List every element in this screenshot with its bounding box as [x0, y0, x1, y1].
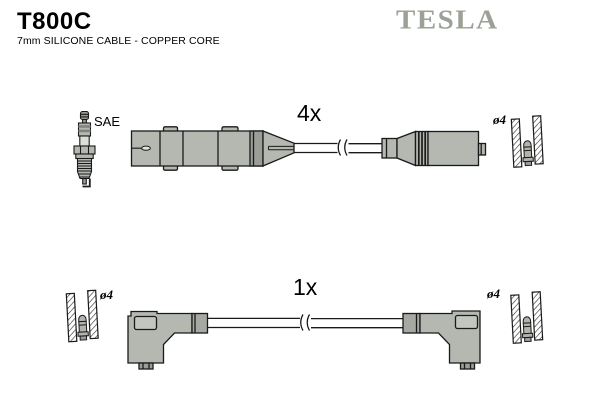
- cable-break-mark: [337, 139, 348, 156]
- angled-boot-right: [402, 310, 481, 370]
- sae-label: SAE: [94, 114, 121, 129]
- bottom-left-terminal-diameter-label: ø4: [100, 287, 113, 302]
- terminal-cup-top: [510, 115, 544, 168]
- spark-plug-icon: [73, 110, 96, 188]
- bottom-right-terminal-diameter-label: ø4: [487, 286, 500, 301]
- cable-bottom: [207, 314, 403, 331]
- distributor-boot: [381, 130, 487, 167]
- product-code: T800C: [17, 8, 92, 35]
- cable-top: [294, 139, 382, 156]
- terminal-cup-bottom-left: [65, 289, 99, 343]
- terminal-cup-bottom-right: [510, 291, 544, 344]
- cable-break-mark: [300, 314, 311, 331]
- angled-boot-left: [127, 310, 209, 370]
- top-quantity-label: 4x: [297, 100, 322, 126]
- top-terminal-diameter-label: ø4: [493, 112, 506, 127]
- brand-logo: TESLA: [396, 4, 499, 36]
- spark-plug-boot: [130, 126, 295, 171]
- bottom-quantity-label: 1x: [293, 274, 318, 300]
- product-subtitle: 7mm SILICONE CABLE - COPPER CORE: [17, 35, 220, 47]
